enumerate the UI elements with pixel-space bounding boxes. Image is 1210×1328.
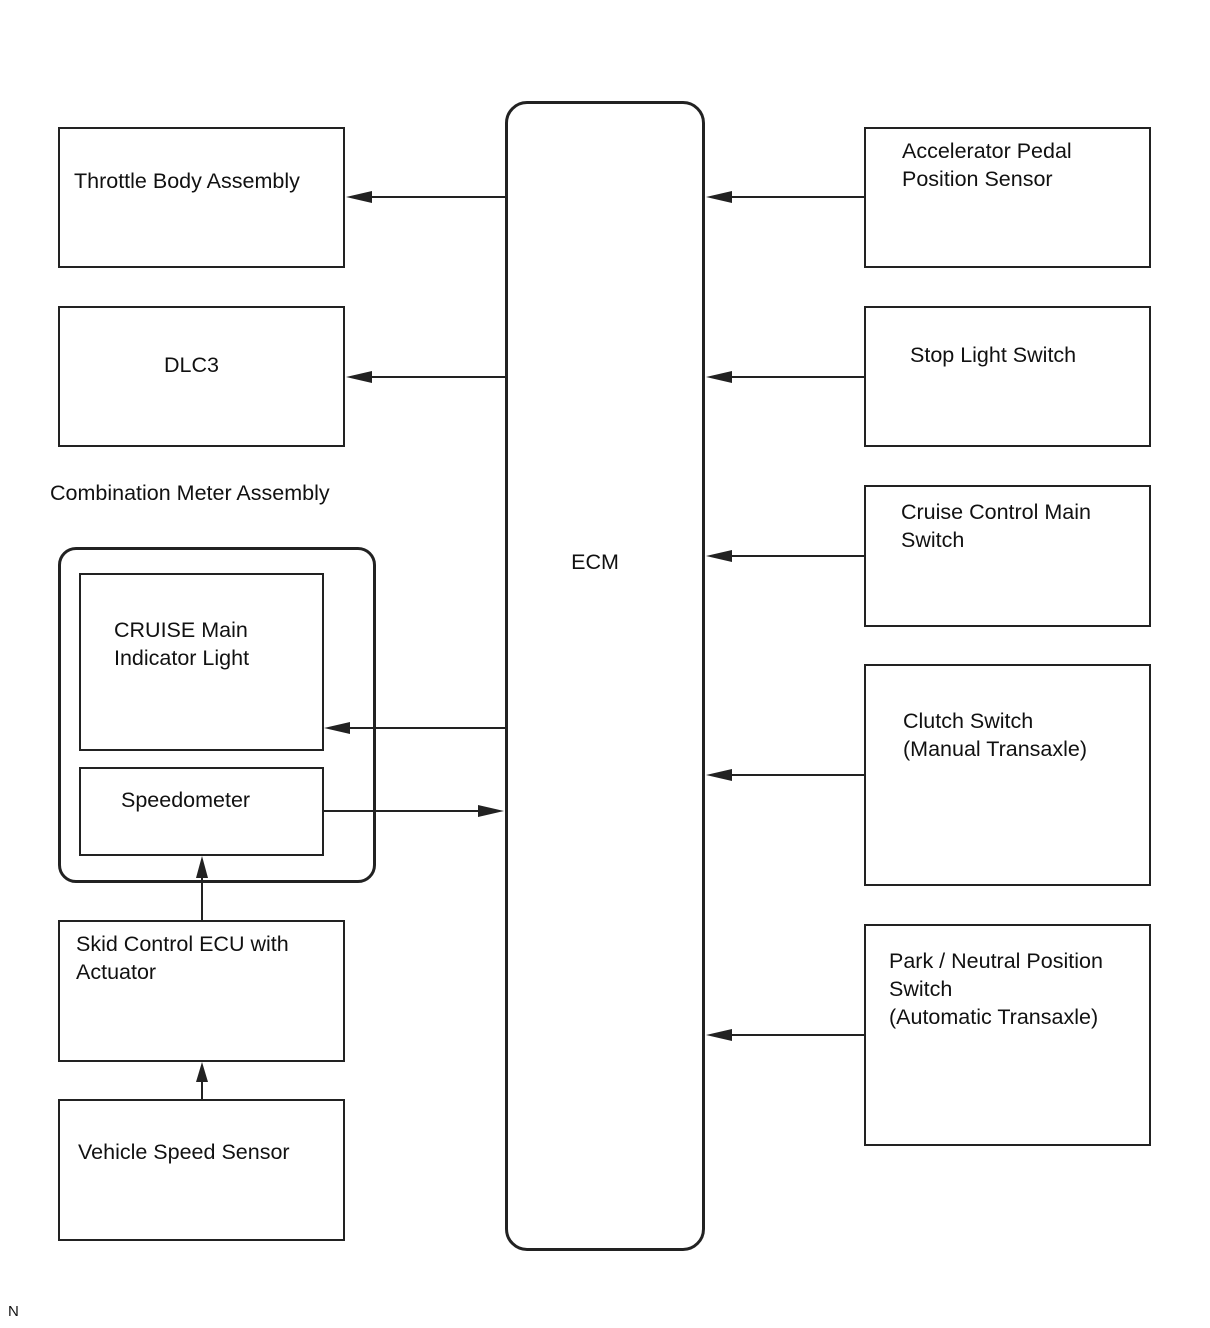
arrowhead-throttle <box>346 191 372 203</box>
cruise-control-main-switch-label: Cruise Control Main Switch <box>901 500 1091 552</box>
stop-light-switch-box <box>864 306 1151 447</box>
arrowhead-cruise-indicator <box>324 722 350 734</box>
arrowhead-ecm-pnp <box>706 1029 732 1041</box>
vehicle-speed-sensor-box <box>58 1099 345 1241</box>
cruise-indicator-label: CRUISE Main Indicator Light <box>114 618 250 670</box>
speedometer-box <box>79 767 324 856</box>
vehicle-speed-sensor-label: Vehicle Speed Sensor <box>78 1140 290 1164</box>
arrowhead-ecm-clutch <box>706 769 732 781</box>
arrowhead-dlc3 <box>346 371 372 383</box>
arrowhead-speedometer <box>196 856 208 878</box>
dlc3-label: DLC3 <box>164 353 219 377</box>
arrowhead-skid <box>196 1062 208 1082</box>
throttle-body-box <box>58 127 345 268</box>
arrowhead-ecm-from-speedometer <box>478 805 504 817</box>
skid-control-ecu-box <box>58 920 345 1062</box>
cruise-control-main-switch-box <box>864 485 1151 627</box>
arrowhead-ecm-stoplight <box>706 371 732 383</box>
clutch-switch-label: Clutch Switch (Manual Transaxle) <box>903 709 1088 761</box>
arrowhead-ecm-cruise-switch <box>706 550 732 562</box>
figure-code: N <box>8 1303 19 1320</box>
clutch-switch-box <box>864 664 1151 886</box>
ecm-label: ECM <box>571 550 619 574</box>
park-neutral-switch-label: Park / Neutral Position Switch (Automati… <box>889 949 1103 1029</box>
accelerator-pedal-sensor-label: Accelerator Pedal Position Sensor <box>902 139 1072 191</box>
skid-control-ecu-label: Skid Control ECU with Actuator <box>76 932 289 984</box>
park-neutral-switch-box <box>864 924 1151 1146</box>
accelerator-pedal-sensor-box <box>864 127 1151 268</box>
stop-light-switch-label: Stop Light Switch <box>910 343 1077 367</box>
ecm-block <box>505 101 705 1251</box>
arrowhead-ecm-accel <box>706 191 732 203</box>
cruise-indicator-box <box>79 573 324 751</box>
throttle-body-label: Throttle Body Assembly <box>74 169 300 193</box>
dlc3-box <box>58 306 345 447</box>
combination-meter-label: Combination Meter Assembly <box>50 481 330 505</box>
speedometer-label: Speedometer <box>121 788 251 812</box>
combination-meter-group <box>58 547 376 883</box>
